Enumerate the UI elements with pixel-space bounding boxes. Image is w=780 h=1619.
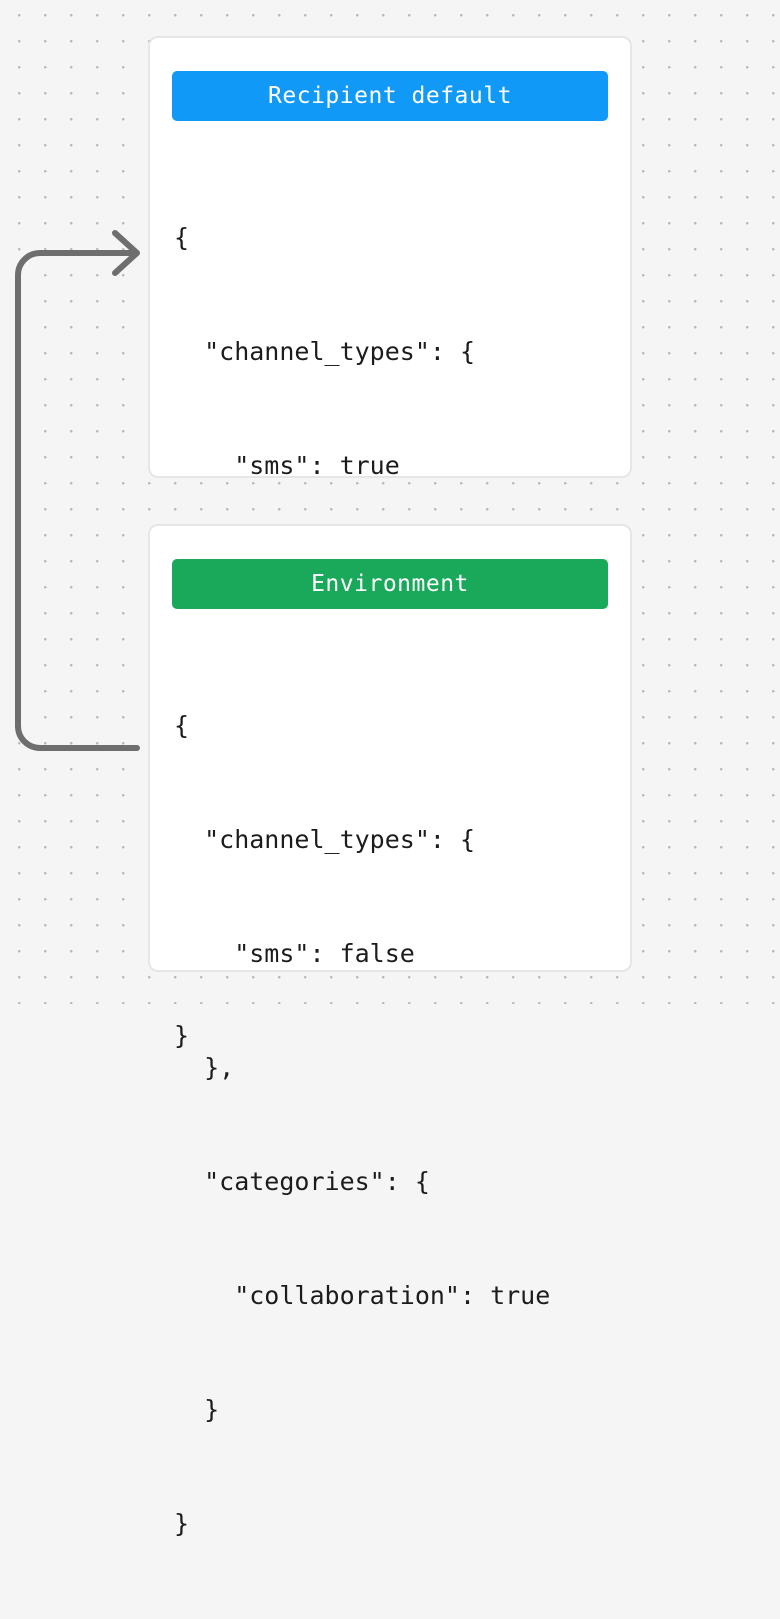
code-line: "categories": {: [174, 1167, 430, 1196]
card-banner-recipient-default: Recipient default: [172, 71, 608, 121]
code-line: }: [174, 1509, 190, 1538]
code-line: "channel_types": {: [174, 337, 476, 366]
card-banner-environment: Environment: [172, 559, 608, 609]
code-line: {: [174, 223, 190, 252]
merge-arrow-path: [15, 250, 140, 751]
code-line: },: [174, 1053, 235, 1082]
code-block-environment: { "channel_types": { "sms": false }, "ca…: [174, 631, 618, 1619]
code-line: }: [174, 1395, 220, 1424]
code-line: "collaboration": true: [174, 1281, 551, 1310]
card-recipient-default[interactable]: Recipient default { "channel_types": { "…: [148, 36, 632, 1050]
card-banner-label: Recipient default: [268, 83, 512, 109]
code-line: "sms": false: [174, 939, 415, 968]
card-environment[interactable]: Environment { "channel_types": { "sms": …: [148, 524, 632, 1538]
diagram-canvas: Recipient default { "channel_types": { "…: [0, 0, 780, 1538]
code-line: "channel_types": {: [174, 825, 476, 854]
merge-arrow-head: [112, 230, 140, 276]
code-line: {: [174, 711, 190, 740]
code-line: "sms": true: [174, 451, 400, 480]
card-banner-label: Environment: [311, 571, 469, 597]
